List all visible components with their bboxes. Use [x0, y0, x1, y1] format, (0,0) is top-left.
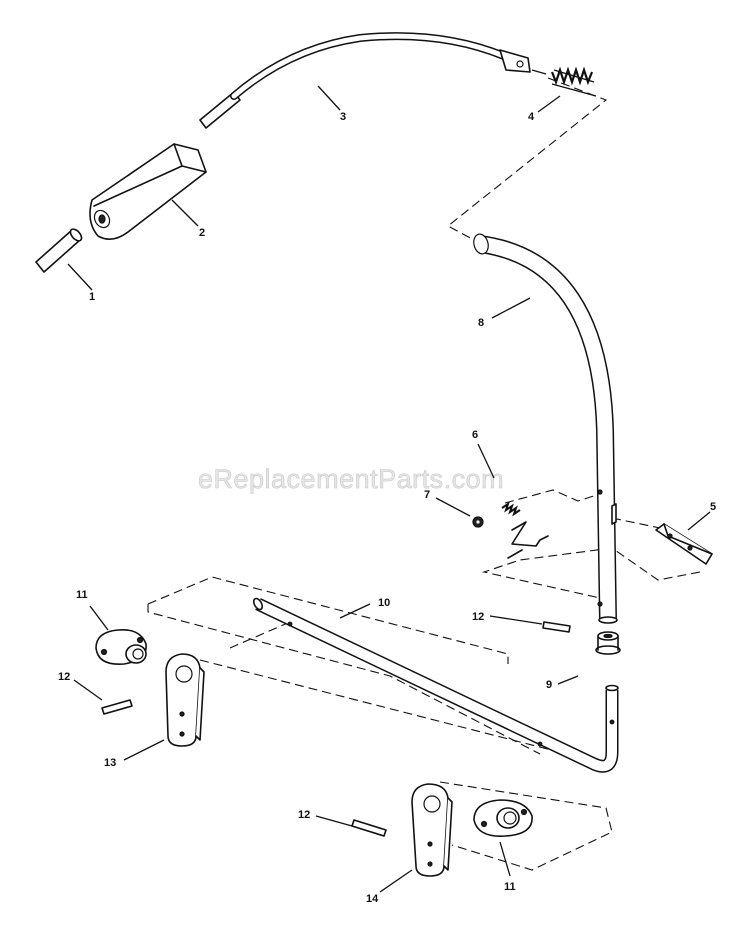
- part-12-roll-pin-lower: [351, 819, 387, 837]
- part-1-pin: [35, 228, 83, 273]
- callout-11-lower: 11: [504, 881, 516, 893]
- callout-12-lower: 12: [298, 809, 310, 821]
- callout-9: 9: [546, 679, 552, 691]
- part-6-spring-pin: [501, 501, 549, 559]
- callout-6: 6: [472, 429, 478, 441]
- callout-3: 3: [340, 111, 346, 123]
- part-12-roll-pin-upper: [542, 621, 571, 633]
- leader-lines: [67, 85, 711, 893]
- part-13-lever: [165, 653, 205, 747]
- callout-10: 10: [378, 597, 390, 609]
- callout-11-upper: 11: [76, 589, 88, 601]
- part-10-shaft: [252, 597, 619, 773]
- callout-1: 1: [89, 291, 95, 303]
- callout-12-left: 12: [58, 671, 70, 683]
- part-5-latch: [655, 523, 713, 565]
- watermark-text: eReplacementParts.com: [198, 464, 504, 494]
- part-11-bearing-flange-upper: [95, 628, 147, 665]
- callout-2: 2: [199, 227, 205, 239]
- callout-4: 4: [528, 111, 535, 123]
- part-8-handle-tube: [473, 233, 618, 624]
- callout-7: 7: [424, 489, 430, 501]
- callout-labels: 1 2 3 4 5 6 7 8 9 10 11 12 12 13 12 14 1…: [58, 111, 716, 905]
- part-2-handle-grip: [89, 143, 207, 240]
- callout-12-upper: 12: [472, 611, 484, 623]
- callout-5: 5: [710, 501, 716, 513]
- callout-8: 8: [478, 317, 484, 329]
- part-14-lever: [411, 783, 453, 877]
- part-12-roll-pin-left: [101, 699, 133, 715]
- part-11-bearing-flange-lower: [473, 799, 533, 837]
- part-3-control-cable: [199, 32, 531, 129]
- callout-14: 14: [366, 893, 379, 905]
- part-7-nut: [472, 516, 484, 528]
- part-9-bushing: [595, 631, 621, 655]
- callout-13: 13: [104, 757, 116, 769]
- part-4-spring: [531, 66, 597, 97]
